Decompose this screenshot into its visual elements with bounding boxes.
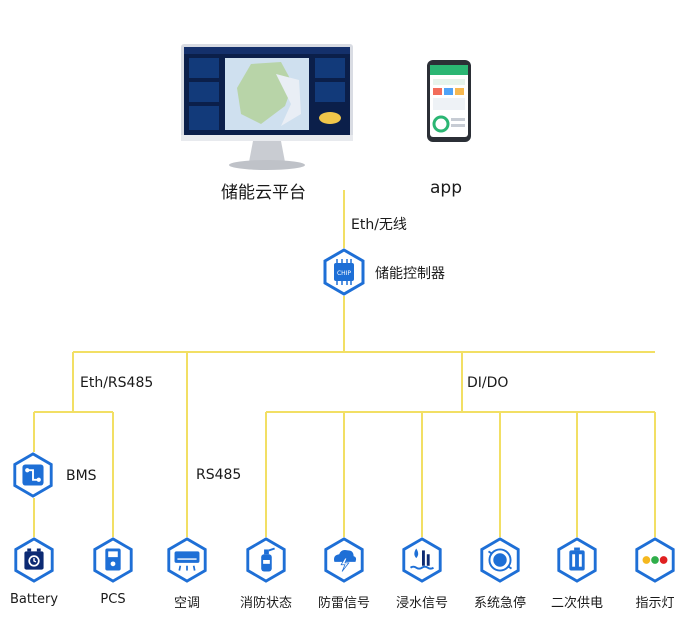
device-label-lightning: 防雷信号: [317, 596, 370, 611]
emergency-stop-icon: [480, 537, 520, 583]
di-do-label: DI/DO: [467, 375, 509, 391]
chip-icon: CHIP: [323, 248, 365, 296]
rs485-label: RS485: [196, 467, 242, 483]
device-label-ac: 空调: [173, 596, 200, 611]
fire-extinguisher-icon: [246, 537, 286, 583]
connection-lines: [33, 190, 656, 537]
device-label-flood: 浸水信号: [395, 596, 448, 611]
controller-label: 储能控制器: [375, 266, 445, 282]
device-label-battery: Battery: [9, 592, 59, 607]
device-label-pcs: PCS: [100, 592, 126, 607]
lightning-cloud-icon: [324, 537, 364, 583]
app-label: app: [430, 178, 462, 198]
device-label-backup: 二次供电: [550, 596, 603, 611]
device-label-fire: 消防状态: [239, 596, 292, 611]
monitor-screen-image: [181, 44, 353, 170]
chip-text: CHIP: [337, 270, 351, 277]
cloud-platform-label: 储能云平台: [221, 183, 306, 203]
bms-icon: [13, 452, 53, 498]
device-label-estop: 系统急停: [473, 596, 526, 611]
eth-wireless-label: Eth/无线: [351, 217, 407, 233]
phone-app-image: [427, 60, 471, 142]
eth-rs485-label: Eth/RS485: [80, 375, 154, 391]
indicator-light-icon: [635, 537, 675, 583]
air-conditioner-icon: [167, 537, 207, 583]
device-label-indicator: 指示灯: [635, 596, 675, 611]
pcs-inverter-icon: [93, 537, 133, 583]
secondary-power-icon: [557, 537, 597, 583]
water-immersion-icon: [402, 537, 442, 583]
bms-label: BMS: [66, 468, 97, 484]
battery-icon: [14, 537, 54, 583]
